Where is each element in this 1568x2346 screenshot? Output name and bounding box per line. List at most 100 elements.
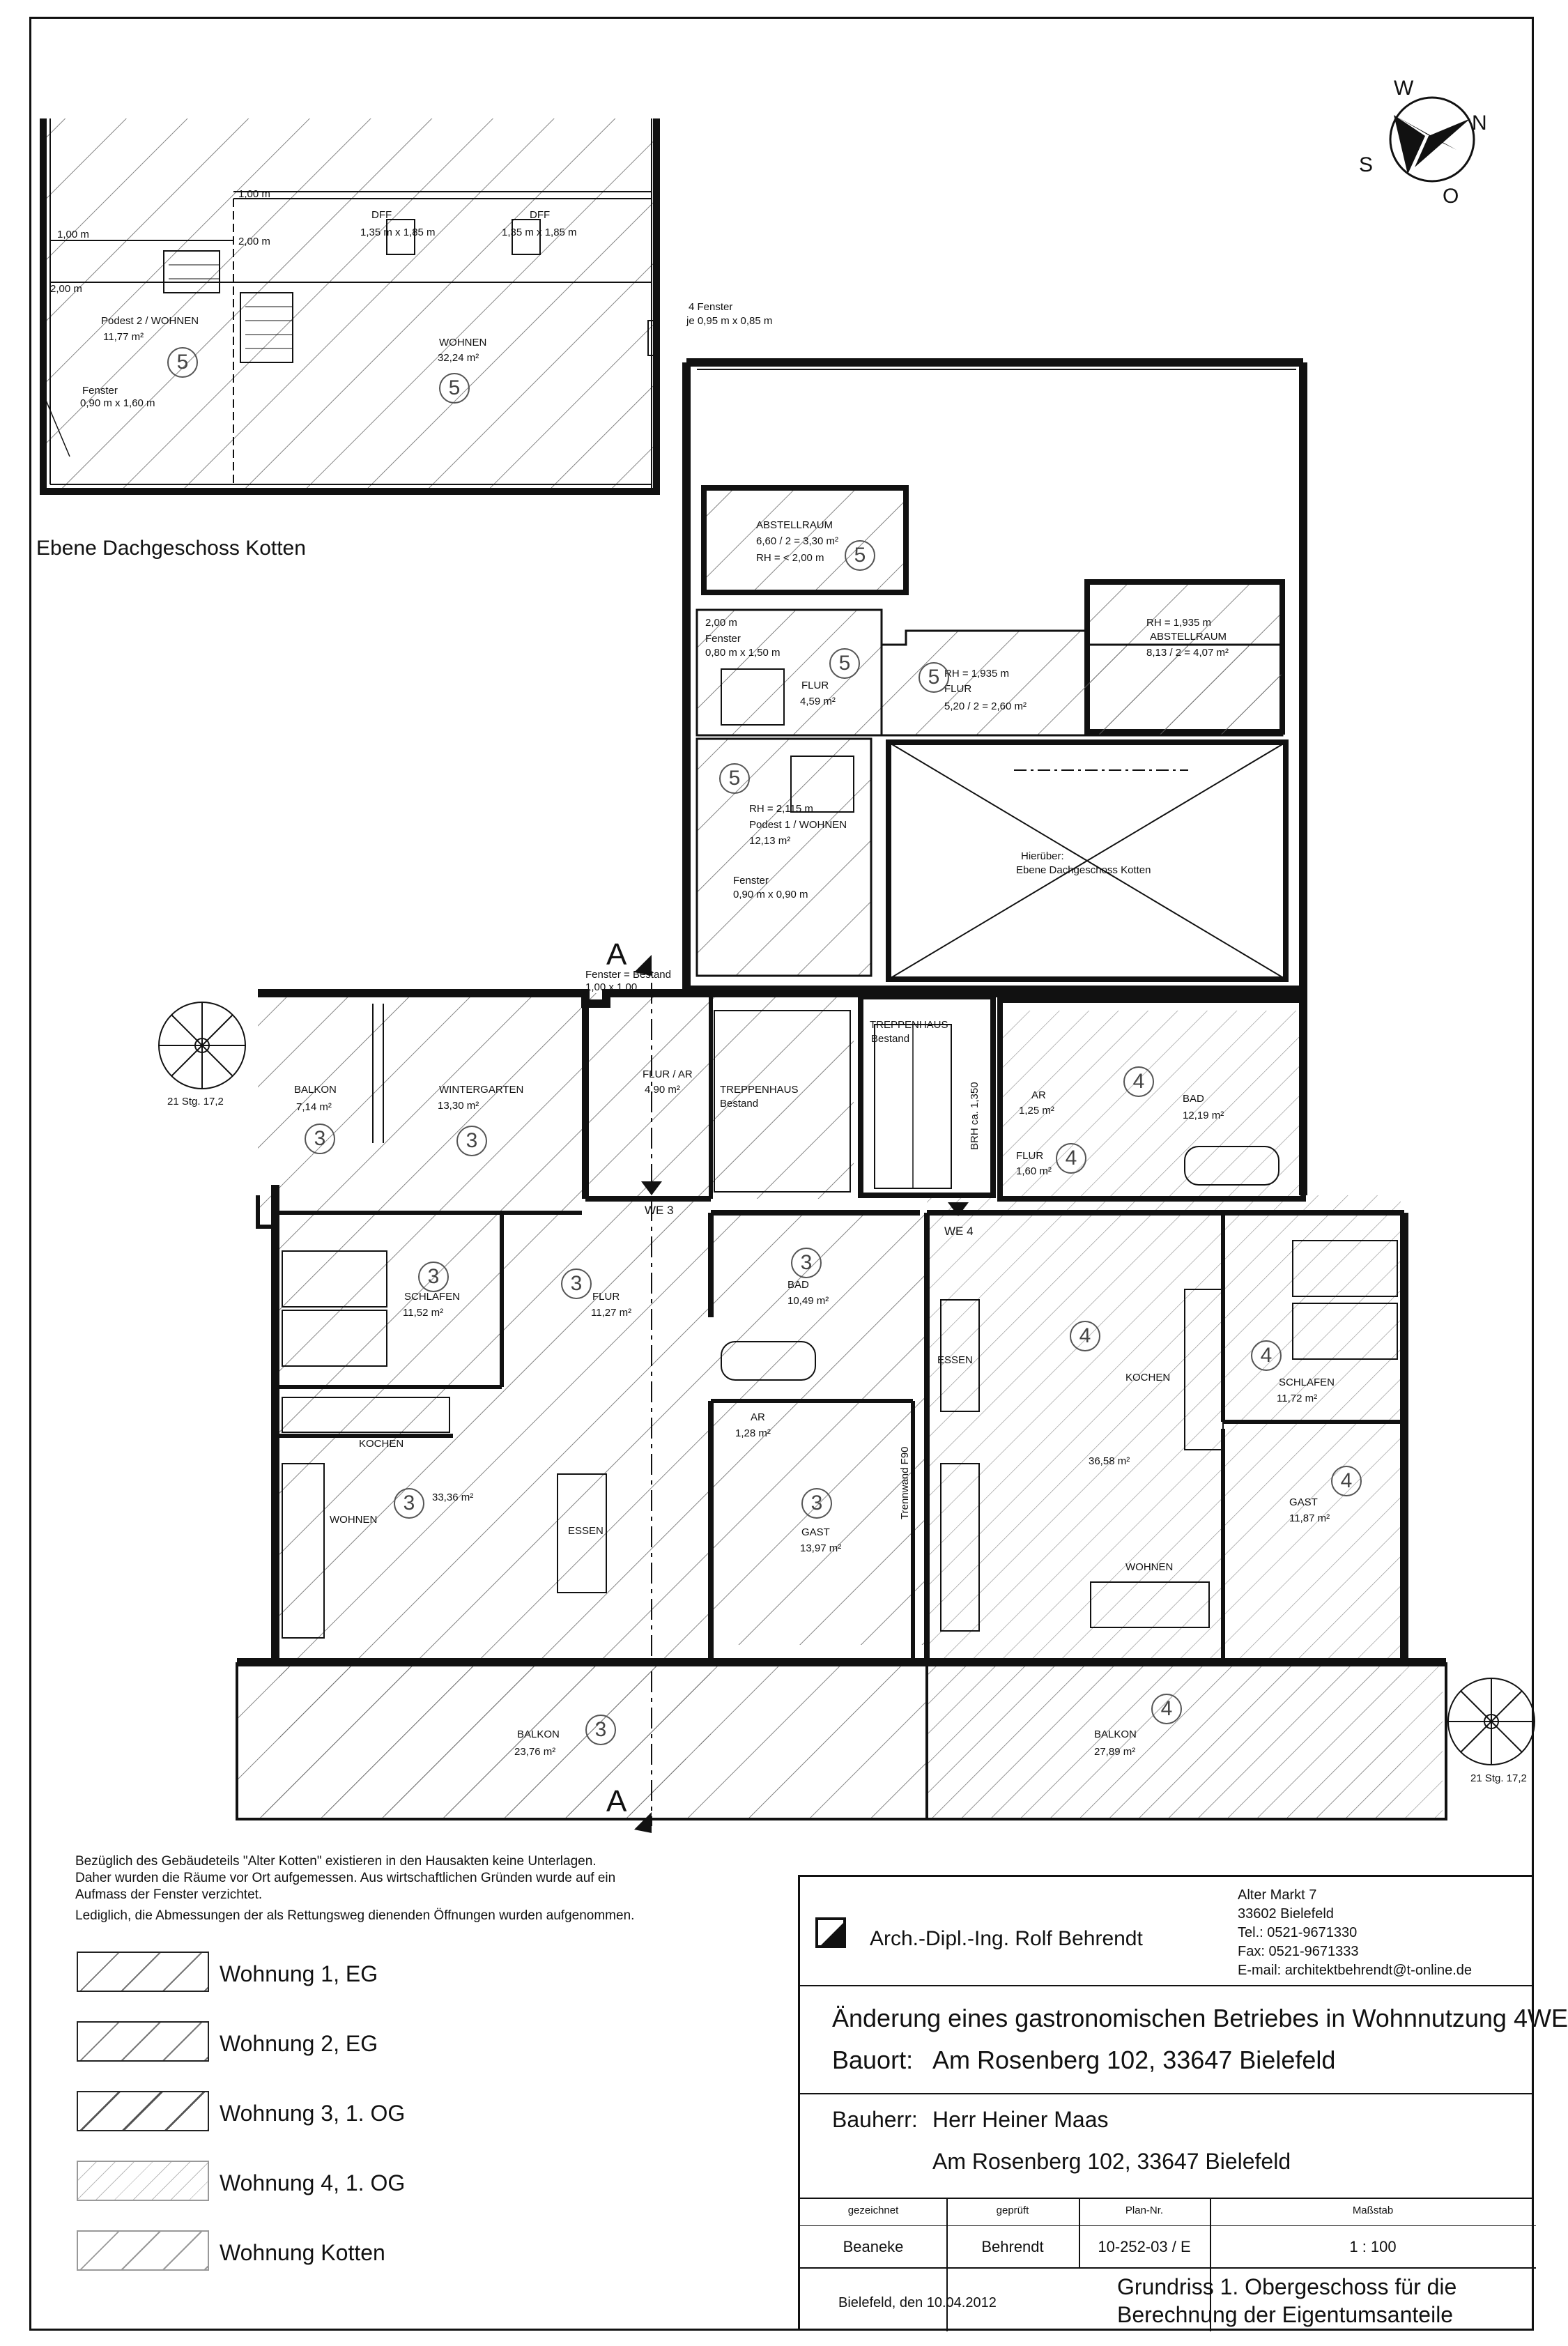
main-floor-plan <box>236 983 1447 1826</box>
kotten-flur2-rh: RH = 1,935 m <box>944 668 1009 680</box>
legend-swatch <box>77 2091 209 2131</box>
legend-swatch <box>77 2230 209 2271</box>
legend-swatch <box>77 2161 209 2201</box>
attic-dff2: DFF <box>530 209 551 221</box>
w3-treppenhaus-sub: Bestand <box>720 1098 759 1110</box>
unit-badge-4: 4 <box>1331 1466 1362 1496</box>
w4-gast-name: GAST <box>1289 1496 1318 1508</box>
attic-dim-4: 2,00 m <box>50 283 82 295</box>
value-gezeichnet: Beaneke <box>843 2238 904 2255</box>
w3-ar-area: 1,28 m² <box>735 1427 771 1439</box>
col-geprueft: geprüft <box>996 2205 1029 2216</box>
w4-balkon-name: BALKON <box>1094 1728 1137 1740</box>
w4-bad-area: 12,19 m² <box>1183 1110 1224 1121</box>
unit-badge-3: 3 <box>394 1488 424 1519</box>
section-fenster-bestand-size: 1,00 x 1,00 <box>585 981 638 993</box>
kotten-hieruber: Hierüber: <box>1021 850 1064 862</box>
stair-left-label: 21 Stg. 17,2 <box>167 1096 224 1107</box>
kotten-fenster1: Fenster <box>705 633 741 645</box>
architect-tel: Tel.: 0521-9671330 <box>1238 1925 1358 1940</box>
w4-main-area: 36,58 m² <box>1089 1455 1130 1467</box>
kotten-abstell2-calc: 8,13 / 2 = 4,07 m² <box>1146 647 1229 659</box>
w4-kochen: KOCHEN <box>1125 1372 1171 1383</box>
kotten-fenster2-size: 0,90 m x 0,90 m <box>733 889 808 900</box>
legend-label: Wohnung 4, 1. OG <box>220 2170 406 2195</box>
kotten-flur1-area: 4,59 m² <box>800 696 836 707</box>
drawing-title-2: Berechnung der Eigentumsanteile <box>1117 2302 1454 2327</box>
unit-badge-4: 4 <box>1056 1143 1086 1174</box>
stair-right-label: 21 Stg. 17,2 <box>1470 1772 1527 1784</box>
unit-badge-3: 3 <box>561 1268 592 1299</box>
note-line-2: Daher wurden die Räume vor Ort aufgemess… <box>75 1871 616 1885</box>
unit-badge-3: 3 <box>456 1126 487 1156</box>
unit-badge-5: 5 <box>829 648 860 679</box>
w3-flur-ar-area: 4,90 m² <box>645 1084 680 1096</box>
kotten-flur2-calc: 5,20 / 2 = 2,60 m² <box>944 700 1027 712</box>
section-markers <box>634 955 969 1833</box>
architect-name: Arch.-Dipl.-Ing. Rolf Behrendt <box>870 1927 1143 1950</box>
w3-flur-ar-name: FLUR / AR <box>643 1068 693 1080</box>
w3-essen: ESSEN <box>568 1525 604 1537</box>
project-title: Änderung eines gastronomischen Betriebes… <box>832 2004 1568 2032</box>
unit-badge-5: 5 <box>167 347 198 378</box>
value-massstab: 1 : 100 <box>1349 2238 1397 2255</box>
attic-title: Ebene Dachgeschoss Kotten <box>36 537 306 560</box>
section-a-bottom: A <box>606 1784 627 1818</box>
w4-flur-name: FLUR <box>1016 1150 1044 1162</box>
w3-bad-name: BAD <box>787 1279 809 1291</box>
w4-treppenhaus-sub: Bestand <box>871 1033 910 1045</box>
unit-badge-5: 5 <box>719 763 750 794</box>
col-divider <box>946 2198 948 2331</box>
kotten-hieruber2: Ebene Dachgeschoss Kotten <box>1016 864 1151 876</box>
value-plan: 10-252-03 / E <box>1098 2238 1191 2255</box>
w4-ar-area: 1,25 m² <box>1019 1105 1054 1117</box>
divider <box>800 2198 1534 2199</box>
w3-balkon2-name: BALKON <box>517 1728 560 1740</box>
attic-wohnen-name: WOHNEN <box>439 337 487 348</box>
w3-gast-area: 13,97 m² <box>800 1542 842 1554</box>
w4-brh: BRH ca. 1,350 <box>969 1082 981 1150</box>
attic-dff1: DFF <box>371 209 392 221</box>
kotten-podest-name: Podest 1 / WOHNEN <box>749 819 847 831</box>
unit-badge-3: 3 <box>418 1262 449 1292</box>
w4-balkon-area: 27,89 m² <box>1094 1746 1136 1758</box>
w4-flur-area: 1,60 m² <box>1016 1165 1052 1177</box>
legend-label: Wohnung 1, EG <box>220 1961 378 1986</box>
compass-s: S <box>1359 153 1374 176</box>
w4-treppenhaus: TREPPENHAUS <box>870 1019 948 1031</box>
kotten-abstell1-name: ABSTELLRAUM <box>756 519 833 531</box>
compass-w: W <box>1394 77 1414 100</box>
attic-dim-3: 2,00 m <box>238 236 270 247</box>
drawing-frame <box>29 17 1534 2331</box>
kotten-abstell1-rh: RH = < 2,00 m <box>756 552 824 564</box>
w3-winter-area: 13,30 m² <box>438 1100 479 1112</box>
w3-schlafen-area: 11,52 m² <box>403 1307 444 1319</box>
kotten-abstell1-calc: 6,60 / 2 = 3,30 m² <box>756 535 838 547</box>
w3-balkon2-area: 23,76 m² <box>514 1746 556 1758</box>
bauherr-value: Herr Heiner Maas <box>932 2107 1109 2132</box>
w4-trennwand: Trennwand F90 <box>899 1446 911 1519</box>
legend-label: Wohnung 3, 1. OG <box>220 2101 406 2126</box>
bauherr-label: Bauherr: <box>832 2107 918 2132</box>
col-plan: Plan-Nr. <box>1125 2205 1164 2216</box>
col-massstab: Maßstab <box>1352 2205 1394 2216</box>
w3-wohnen-area: 33,36 m² <box>432 1492 474 1503</box>
unit-badge-3: 3 <box>585 1715 616 1745</box>
w3-kochen: KOCHEN <box>359 1438 404 1450</box>
drawing-title-1: Grundriss 1. Obergeschoss für die <box>1117 2274 1457 2299</box>
kotten-fenster2: Fenster <box>733 875 769 887</box>
architect-address-2: 33602 Bielefeld <box>1238 1906 1334 1922</box>
col-divider <box>1210 2198 1211 2331</box>
kotten-fenster1-size: 0,80 m x 1,50 m <box>705 647 781 659</box>
bauort-value: Am Rosenberg 102, 33647 Bielefeld <box>932 2046 1336 2074</box>
w3-bad-area: 10,49 m² <box>787 1295 829 1307</box>
w3-entry: WE 3 <box>645 1204 674 1217</box>
floor-plan <box>40 96 1535 1833</box>
legend-swatch <box>77 2021 209 2062</box>
unit-badge-3: 3 <box>305 1124 335 1154</box>
unit-badge-5: 5 <box>918 662 949 693</box>
architect-fax: Fax: 0521-9671333 <box>1238 1944 1359 1959</box>
unit-badge-5: 5 <box>439 373 470 404</box>
architect-logo-icon <box>815 1917 846 1948</box>
attic-dff1-size: 1,35 m x 1,85 m <box>360 227 436 238</box>
